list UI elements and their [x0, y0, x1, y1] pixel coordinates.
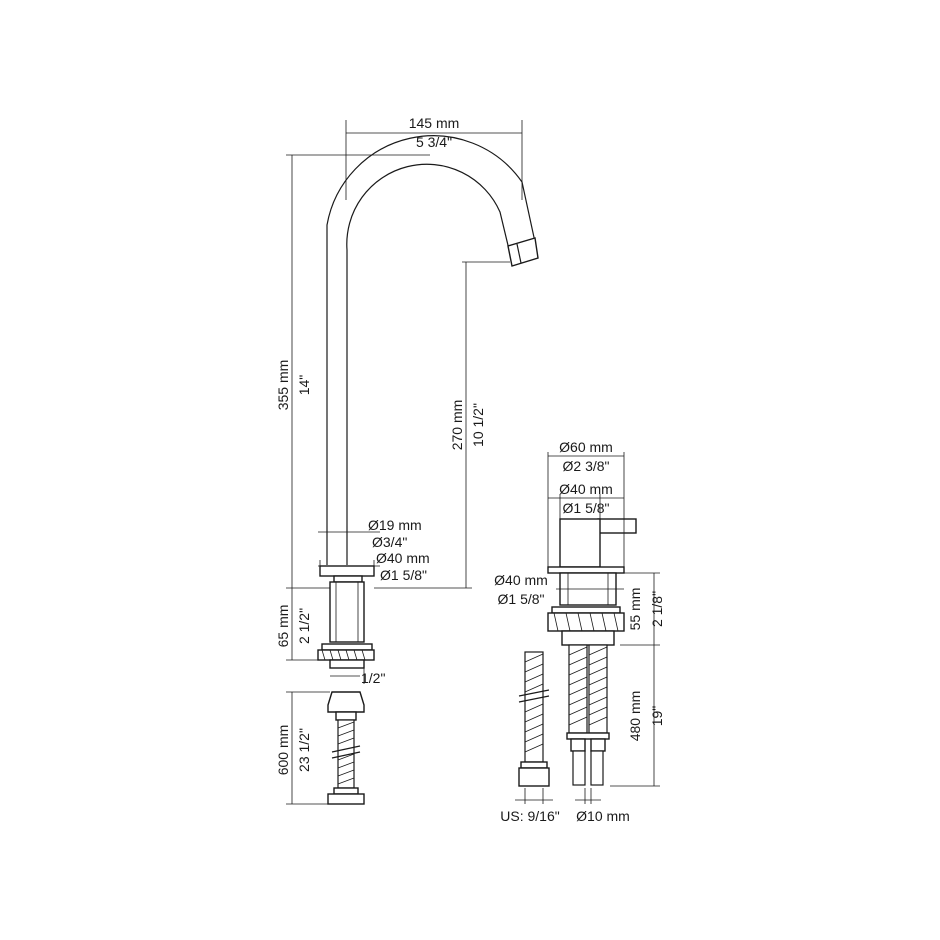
spout-washer	[321, 643, 373, 651]
valve-body-mm: Ø40 mm	[559, 481, 613, 497]
valve-washer	[551, 606, 621, 614]
valve-hose-in: 19"	[649, 706, 665, 727]
spout-base-neck	[333, 575, 363, 583]
spout-tip-ring	[516, 243, 522, 264]
valve-body-in: Ø1 5/8"	[563, 500, 610, 516]
spout-inner-profile	[346, 163, 513, 565]
total-height-in: 14"	[296, 375, 312, 396]
valve-hose-right-fitting	[590, 738, 606, 752]
tube-dia-in: Ø3/4"	[372, 534, 407, 550]
shank-len-mm: 65 mm	[275, 605, 291, 648]
valve-hose-left-braid	[568, 646, 588, 726]
valve-shank-mm: 55 mm	[627, 588, 643, 631]
hose-bottom-ferrule	[333, 787, 359, 795]
spout-thread-end	[329, 659, 365, 669]
valve-flange-in: Ø2 3/8"	[563, 458, 610, 474]
valve-base-in: Ø1 5/8"	[498, 591, 545, 607]
valve-nut-knurl	[553, 612, 619, 632]
valve-hose-mm: 480 mm	[627, 691, 643, 742]
outlet-height-in: 10 1/2"	[470, 403, 486, 447]
spout-outlet-tip	[507, 237, 539, 267]
valve-hose-left-tail	[572, 750, 586, 786]
valve-nut	[547, 612, 625, 632]
valve-outlet-block	[561, 630, 615, 646]
hose-top-ferrule	[335, 711, 357, 721]
spout-outer-profile	[326, 135, 536, 565]
valve-dimensions: Ø60 mm Ø2 3/8" Ø40 mm Ø1 5/8" Ø40 mm Ø1 …	[494, 439, 665, 824]
connector-hose	[518, 651, 550, 787]
valve-hose-right-braid	[588, 646, 608, 726]
connector-break-mark	[518, 689, 550, 703]
valve-flange-mm: Ø60 mm	[559, 439, 613, 455]
spout-nut	[317, 649, 375, 661]
spout-shank	[329, 581, 365, 643]
hose-bottom-fitting	[327, 793, 365, 805]
connector-mm-size: Ø10 mm	[576, 808, 630, 824]
total-height-mm: 355 mm	[275, 360, 291, 411]
hose-break-mark	[331, 745, 361, 759]
hose-top-nut	[327, 691, 365, 713]
thread-size: 1/2"	[361, 670, 385, 686]
base-dia-mm: Ø40 mm	[376, 550, 430, 566]
spout-reach-mm: 145 mm	[409, 115, 460, 131]
connector-us-size: US: 9/16"	[500, 808, 559, 824]
valve-handle	[597, 518, 637, 534]
tube-dia-mm: Ø19 mm	[368, 517, 422, 533]
base-dia-in: Ø1 5/8"	[380, 567, 427, 583]
connector-ferrule	[520, 761, 548, 769]
valve-base-mm: Ø40 mm	[494, 572, 548, 588]
valve-flange	[547, 566, 625, 574]
hose-len-in: 23 1/2"	[296, 728, 312, 772]
hose-braid-pattern	[337, 721, 355, 785]
valve-hoses	[566, 644, 610, 786]
valve-shank-in: 2 1/8"	[649, 591, 665, 627]
valve-body	[559, 518, 601, 568]
hose-len-mm: 600 mm	[275, 725, 291, 776]
spout-base-flange	[319, 565, 375, 577]
valve	[547, 518, 637, 646]
spout-dimensions: 145 mm 5 3/4" 355 mm 14" 270 mm 10 1/2" …	[275, 115, 523, 805]
outlet-height-mm: 270 mm	[449, 400, 465, 451]
valve-hose-right-tail	[590, 750, 604, 786]
valve-hose-ferrule	[566, 732, 610, 740]
connector-hose-pattern	[524, 653, 544, 753]
spout	[317, 135, 539, 669]
spout-hose	[327, 691, 365, 805]
valve-hose-left-fitting	[570, 738, 586, 752]
spout-nut-knurl	[321, 649, 366, 661]
connector-nut	[518, 767, 550, 787]
shank-len-in: 2 1/2"	[296, 608, 312, 644]
spout-reach-in: 5 3/4"	[416, 134, 452, 150]
